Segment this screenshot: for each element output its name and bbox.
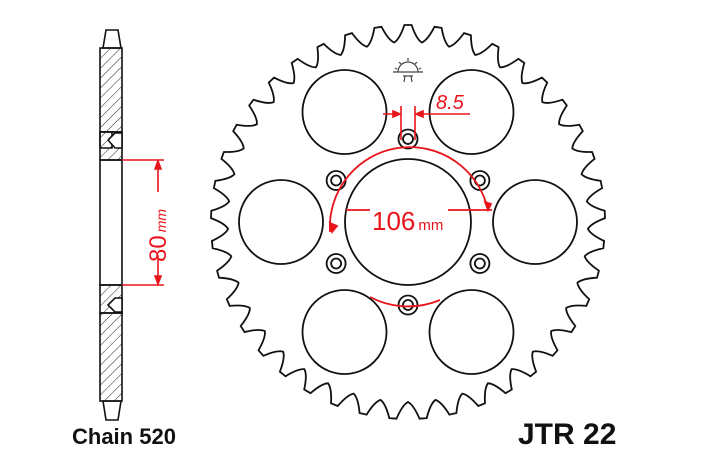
bolt-hole-outer bbox=[397, 128, 419, 150]
bolt-hole-outer bbox=[469, 170, 491, 191]
lightening-hole bbox=[301, 69, 388, 155]
bolt-hole-outer bbox=[469, 253, 491, 274]
chain-size-label: Chain 520 bbox=[72, 424, 176, 449]
lightening-hole bbox=[428, 289, 515, 375]
bolt-hole-outer bbox=[325, 170, 347, 191]
bolt-hole-inner bbox=[330, 257, 343, 270]
center-bore-value: 80mm bbox=[145, 209, 172, 262]
bolt-hole-value: 8.5 bbox=[436, 92, 465, 114]
bolt-hole-outer bbox=[397, 294, 419, 316]
lightening-hole bbox=[428, 69, 515, 155]
bolt-hole-inner bbox=[402, 299, 414, 311]
bolt-hole-inner bbox=[473, 257, 486, 270]
sprocket-holes bbox=[238, 69, 578, 375]
model-number-label: JTR 22 bbox=[518, 418, 617, 451]
sun-logo-icon bbox=[393, 58, 423, 83]
lightening-hole bbox=[492, 179, 578, 265]
center-bore bbox=[344, 158, 472, 286]
sprocket-teeth-outline bbox=[210, 24, 606, 420]
side-profile bbox=[99, 29, 123, 421]
bolt-hole-inner bbox=[330, 174, 343, 187]
bolt-hole-inner bbox=[473, 174, 486, 187]
lightening-hole bbox=[301, 289, 388, 375]
lightening-hole bbox=[238, 179, 324, 265]
center-bore-dimension bbox=[122, 158, 164, 287]
bolt-hole-outer bbox=[325, 253, 347, 274]
bolt-hole-inner bbox=[402, 133, 414, 145]
bolt-hole-dimension bbox=[383, 106, 470, 140]
